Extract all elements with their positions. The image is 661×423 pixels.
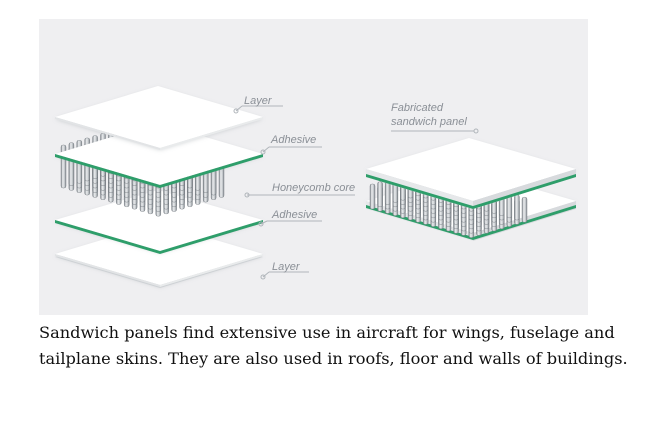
honeycomb-cell (369, 183, 376, 210)
svg-text:Adhesive: Adhesive (271, 209, 317, 221)
honeycomb-cell (521, 196, 528, 223)
svg-text:Layer: Layer (244, 95, 273, 107)
label-fabricated-panel: Fabricated sandwich panel (391, 102, 479, 134)
fabricated-panel (366, 138, 576, 241)
bottom-layer-sheet (55, 223, 263, 288)
bottom-adhesive-sheet (55, 190, 263, 254)
svg-text:sandwich panel: sandwich panel (391, 116, 467, 128)
honeycomb-cell (377, 181, 383, 208)
svg-text:Layer: Layer (272, 261, 301, 273)
top-adhesive-sheet (55, 123, 263, 188)
top-layer-sheet (55, 86, 263, 150)
label-top-layer: Layer (233, 95, 283, 114)
svg-text:Fabricated: Fabricated (391, 102, 444, 114)
label-honeycomb-core: Honeycomb core (244, 182, 355, 198)
fabricated-honeycomb-core (369, 168, 528, 238)
honeycomb-cell (514, 194, 520, 221)
sandwich-panel-diagram: Layer Adhesive Honeycomb core Adhesive L… (39, 19, 588, 315)
label-bottom-layer: Layer (260, 261, 309, 280)
label-bottom-adhesive: Adhesive (258, 209, 322, 227)
caption: Sandwich panels find extensive use in ai… (39, 323, 628, 368)
svg-text:Honeycomb core: Honeycomb core (272, 182, 355, 194)
label-top-adhesive: Adhesive (260, 134, 322, 155)
exploded-view (55, 86, 263, 288)
svg-text:Adhesive: Adhesive (270, 134, 316, 146)
